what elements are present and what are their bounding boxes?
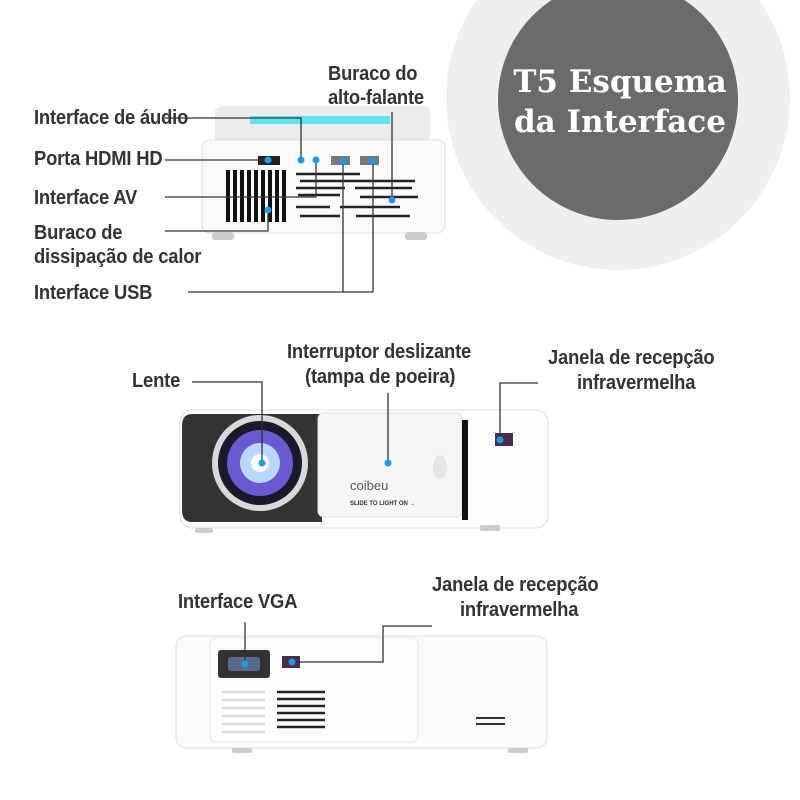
title-circle bbox=[498, 0, 738, 220]
label-lens: Lente bbox=[132, 370, 181, 392]
label-side-ir-window-2: infravermelha bbox=[460, 599, 579, 621]
label-heat-hole: Buraco de bbox=[34, 222, 123, 244]
brand-logo: coibeu bbox=[350, 478, 389, 493]
label-slide-switch: Interruptor deslizante bbox=[287, 341, 472, 363]
label-usb-interface: Interface USB bbox=[34, 282, 153, 304]
label-side-ir-window: Janela de recepção bbox=[432, 574, 599, 596]
heat-vent-grille bbox=[226, 170, 286, 222]
label-vga-interface: Interface VGA bbox=[178, 591, 298, 613]
label-av-interface: Interface AV bbox=[34, 187, 138, 209]
label-ir-window: Janela de recepção bbox=[548, 347, 715, 369]
side-vent bbox=[277, 690, 325, 729]
projector-side-view bbox=[175, 635, 548, 753]
label-hdmi-port: Porta HDMI HD bbox=[34, 148, 163, 170]
marker-dots bbox=[241, 156, 504, 668]
leader-lines bbox=[165, 112, 538, 664]
slide-hint: SLIDE TO LIGHT ON → bbox=[350, 501, 416, 507]
title-line-1: T5 Esquema bbox=[513, 64, 727, 100]
label-speaker-hole: Buraco do bbox=[328, 63, 418, 85]
label-audio-interface: Interface de áudio bbox=[34, 107, 189, 129]
label-ir-window-2: infravermelha bbox=[577, 372, 696, 394]
label-speaker-hole-2: alto-falante bbox=[328, 87, 424, 109]
projector-front-view bbox=[179, 409, 549, 533]
title-line-2: da Interface bbox=[514, 104, 726, 140]
usb-port bbox=[360, 156, 379, 165]
label-heat-hole-2: dissipação de calor bbox=[34, 246, 202, 268]
label-slide-switch-2: (tampa de poeira) bbox=[305, 366, 456, 388]
speaker-vents bbox=[296, 172, 418, 218]
projector-back-view bbox=[201, 106, 446, 240]
